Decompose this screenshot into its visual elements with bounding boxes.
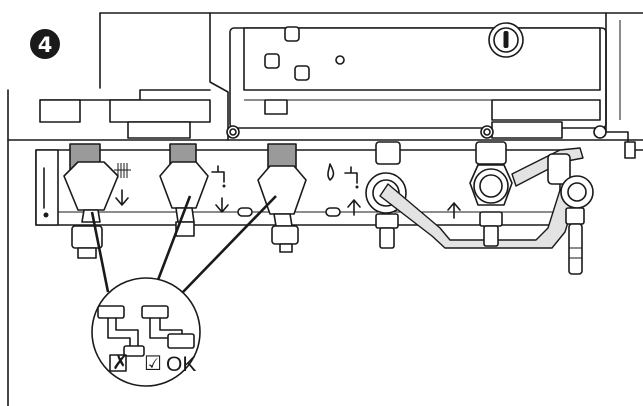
slot [237,207,253,217]
connection-heating-return [469,141,513,247]
panel-hole [284,26,300,42]
connection-cold-water [365,141,577,249]
arrow-up-icon [347,199,361,216]
frame [7,12,643,406]
correct-mark: ☑ [144,351,162,375]
wrong-connector-illustration [97,305,145,357]
connection-hot-water [159,143,209,237]
step-number: 4 [38,33,53,57]
arrow-up-icon [447,202,461,219]
radiator-icon [114,163,131,178]
callout-leader-lines [90,195,277,293]
arrow-down-icon [115,189,129,206]
step-number-badge: 4 [30,29,60,59]
connection-heating-flow [63,143,119,259]
arrow-down-icon [215,197,229,213]
tap-icon [211,165,226,188]
flame-icon [327,163,335,181]
panel-hole [264,53,280,69]
panel-screw [335,55,345,65]
wrong-mark-icon: ✗ [109,350,129,374]
panel-holes [264,26,345,81]
correct-label: OK [166,353,196,376]
bottom-trim [127,99,607,139]
connection-safety-valve [511,147,594,275]
wrong-mark: ✗ [112,350,129,374]
power-button-icon [488,22,524,58]
correct-mark-icon: ☑ OK [144,351,196,376]
bar-markers [114,163,491,219]
zoom-callout: ✗ ☑ OK [91,277,201,387]
slot [325,207,341,217]
tap-icon [344,166,359,189]
correct-connector-illustration [141,305,195,349]
panel-hole [294,65,310,81]
